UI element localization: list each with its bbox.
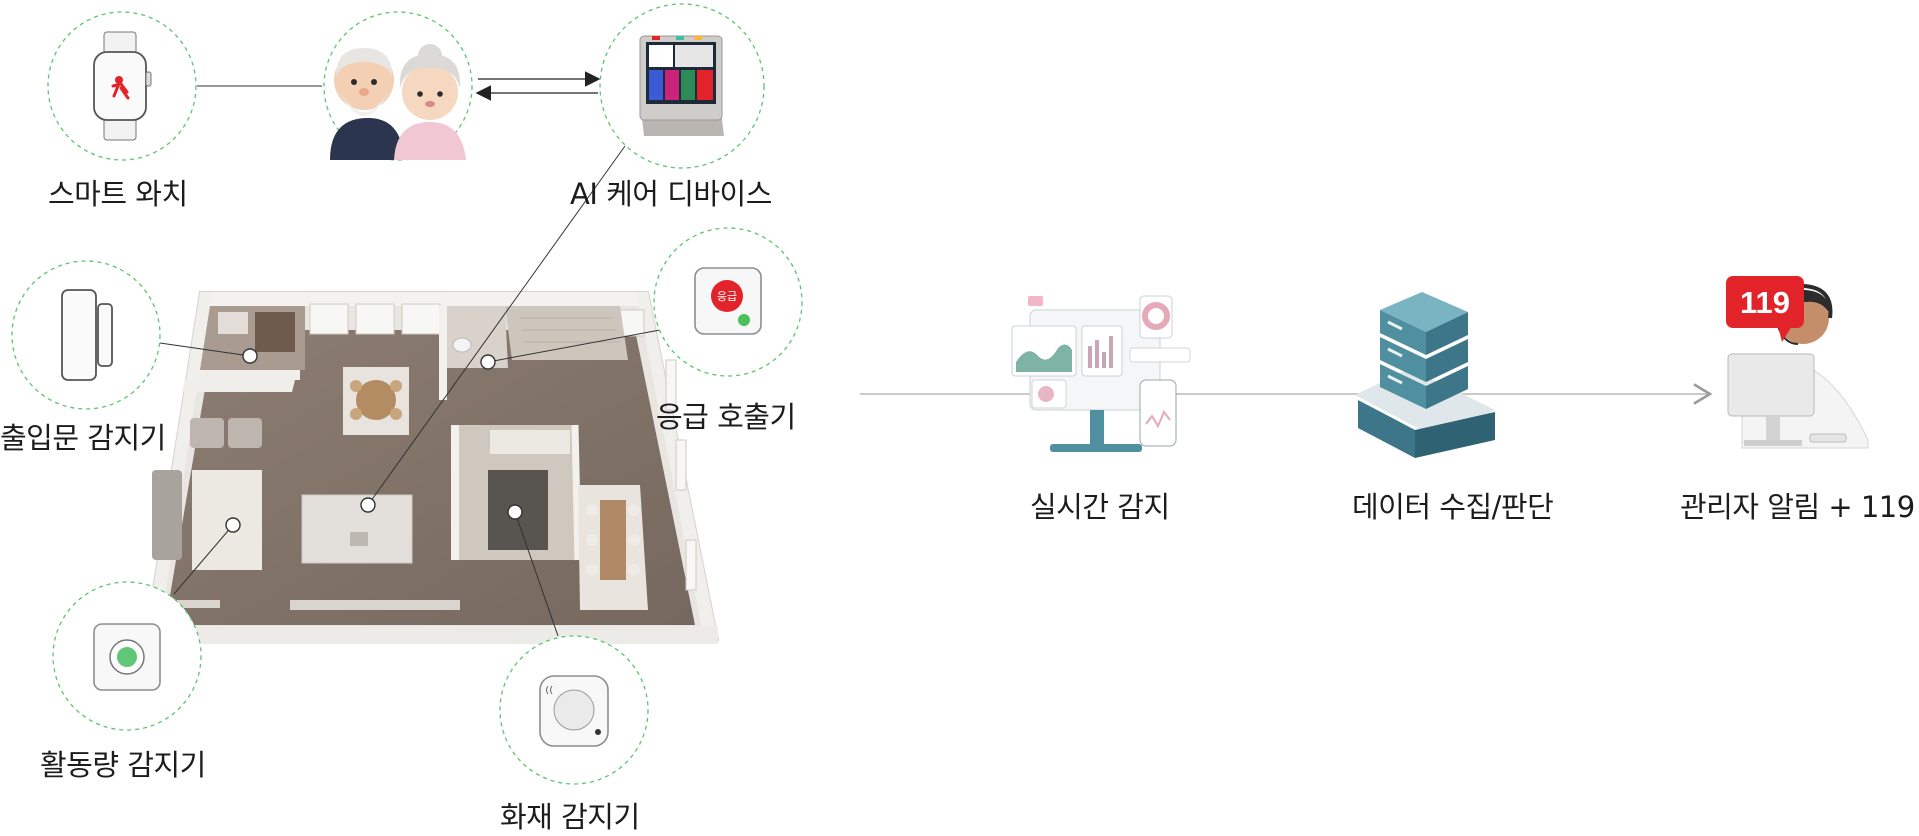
alert-badge-text: 119: [1740, 285, 1790, 320]
emergency-button-text: 응급: [717, 290, 737, 303]
elderly-couple-icon: [330, 44, 466, 160]
motion-sensor-icon: [93, 623, 161, 691]
emergency-call-label: 응급 호출기: [656, 400, 796, 434]
sensor-location-dots: [225, 348, 523, 533]
fire-sensor-dot: [507, 504, 523, 520]
operator-with-alert-icon: 119: [1726, 276, 1869, 449]
door-sensor-line: [159, 342, 251, 357]
door-sensor-node: [11, 260, 161, 410]
fire-sensor-node: [499, 635, 649, 785]
smart-watch-label: 스마트 와치: [48, 177, 188, 211]
flow-step-data-collection: 데이터 수집/판단: [1352, 490, 1554, 524]
process-flow: 119: [860, 276, 1869, 458]
ai-device-dot: [360, 497, 376, 513]
emergency-call-dot: [480, 354, 496, 370]
activity-sensor-label: 활동량 감지기: [40, 748, 206, 782]
activity-sensor-node: [52, 581, 202, 731]
emergency-call-line: [487, 329, 661, 363]
flow-step-admin-alert: 관리자 알림 + 119: [1680, 490, 1915, 524]
flow-step-realtime-detection: 실시간 감지: [1030, 490, 1170, 524]
smart-display-icon: [639, 35, 724, 136]
device-connector-lines: [159, 85, 661, 637]
door-sensor-dot: [242, 348, 258, 364]
ai-care-device-label: AI 케어 디바이스: [570, 177, 772, 211]
smart-watch-icon: [93, 31, 152, 141]
emergency-call-node: 응급: [653, 227, 803, 377]
seniors-node: [323, 11, 473, 161]
house-floor-plan: [143, 291, 720, 644]
activity-sensor-dot: [225, 517, 241, 533]
smoke-detector-icon: [539, 675, 609, 747]
fire-sensor-label: 화재 감지기: [500, 800, 640, 834]
ai-care-device-node: [599, 3, 765, 169]
dashboard-monitor-icon: [1011, 295, 1191, 452]
bidirectional-arrows: [475, 71, 601, 101]
door-sensor-label: 출입문 감지기: [0, 421, 166, 455]
smart-watch-node: [47, 11, 197, 161]
activity-sensor-line: [173, 524, 234, 595]
ai-device-to-island-line: [367, 145, 626, 506]
emergency-button-icon: 응급: [694, 267, 762, 335]
server-stack-icon: [1355, 292, 1495, 458]
door-sensor-icon: [61, 289, 113, 381]
fire-sensor-line: [514, 511, 559, 637]
